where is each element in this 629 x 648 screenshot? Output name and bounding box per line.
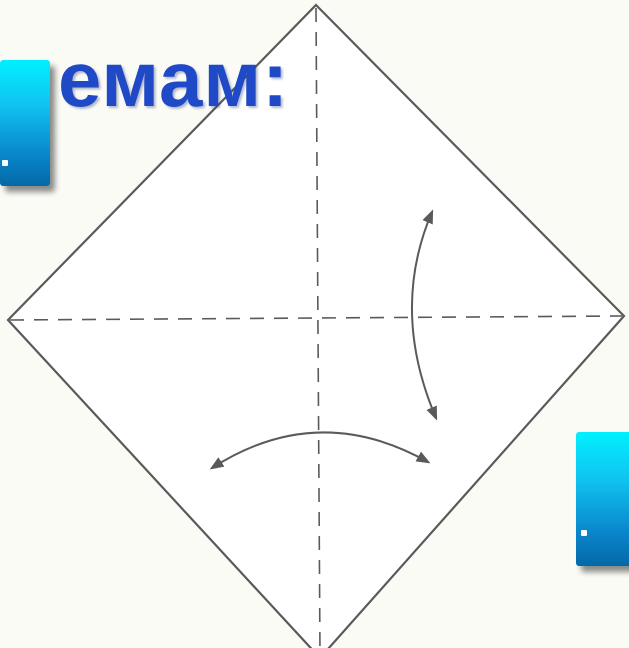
decorative-gradient-box-left [0,60,50,186]
bullet-dot-right [581,530,587,536]
bullet-dot-left [2,160,8,166]
slide-heading: емам: [58,40,289,118]
decorative-gradient-box-right [576,432,629,566]
